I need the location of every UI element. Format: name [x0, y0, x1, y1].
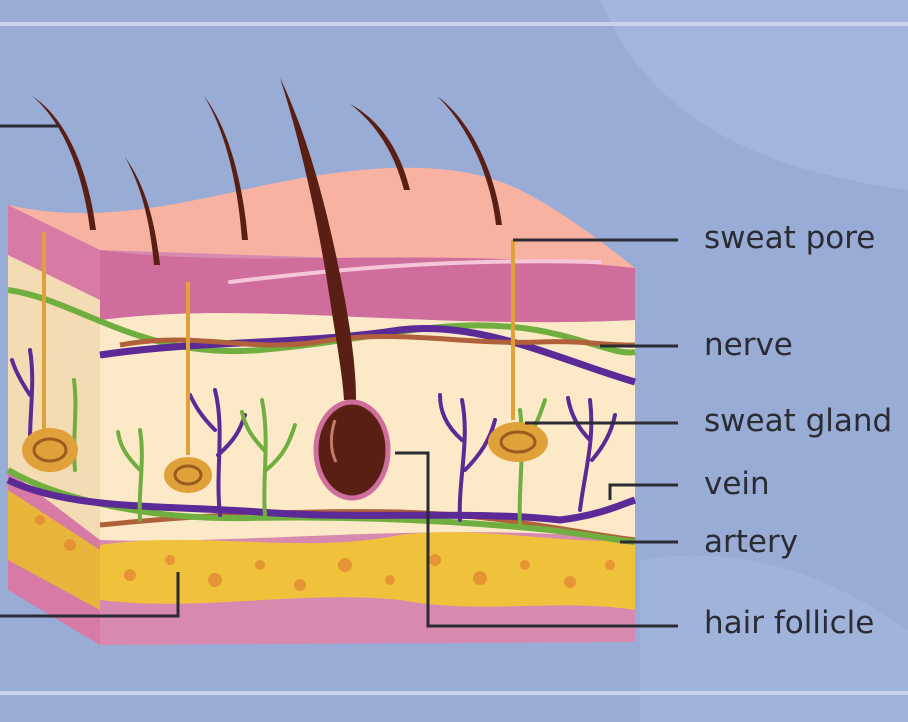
sweat-gland-right — [488, 240, 548, 462]
fat-layer — [100, 532, 635, 610]
hair-follicle-highlight — [329, 419, 338, 463]
leader-lines — [0, 124, 678, 628]
lower-vein — [6, 476, 637, 524]
epidermis-highlight — [228, 259, 602, 284]
label-hair-follicle: hair follicle — [704, 605, 874, 641]
side-fat — [8, 490, 100, 610]
side-dermis — [8, 255, 100, 540]
fat-cells — [35, 515, 615, 591]
sweat-gland-left — [22, 232, 78, 472]
label-sweat-gland: sweat gland — [704, 403, 892, 439]
epidermis-band — [100, 250, 635, 323]
hair-follicle-bulb — [313, 399, 391, 501]
surface-hairs — [32, 96, 502, 265]
leader-line-bottom-left — [0, 572, 180, 618]
label-vein: vein — [704, 466, 770, 502]
background-wave-lower — [640, 555, 908, 722]
label-nerve: nerve — [704, 327, 793, 363]
leader-line-hair-follicle — [395, 451, 678, 628]
label-sweat-pore: sweat pore — [704, 220, 875, 256]
sweat-gland-middle — [164, 282, 212, 493]
leader-line-vein — [608, 483, 678, 500]
label-artery: artery — [704, 524, 798, 560]
upper-artery — [119, 334, 636, 348]
hair-follicle-shaft — [280, 78, 356, 400]
background-wave — [600, 0, 908, 190]
